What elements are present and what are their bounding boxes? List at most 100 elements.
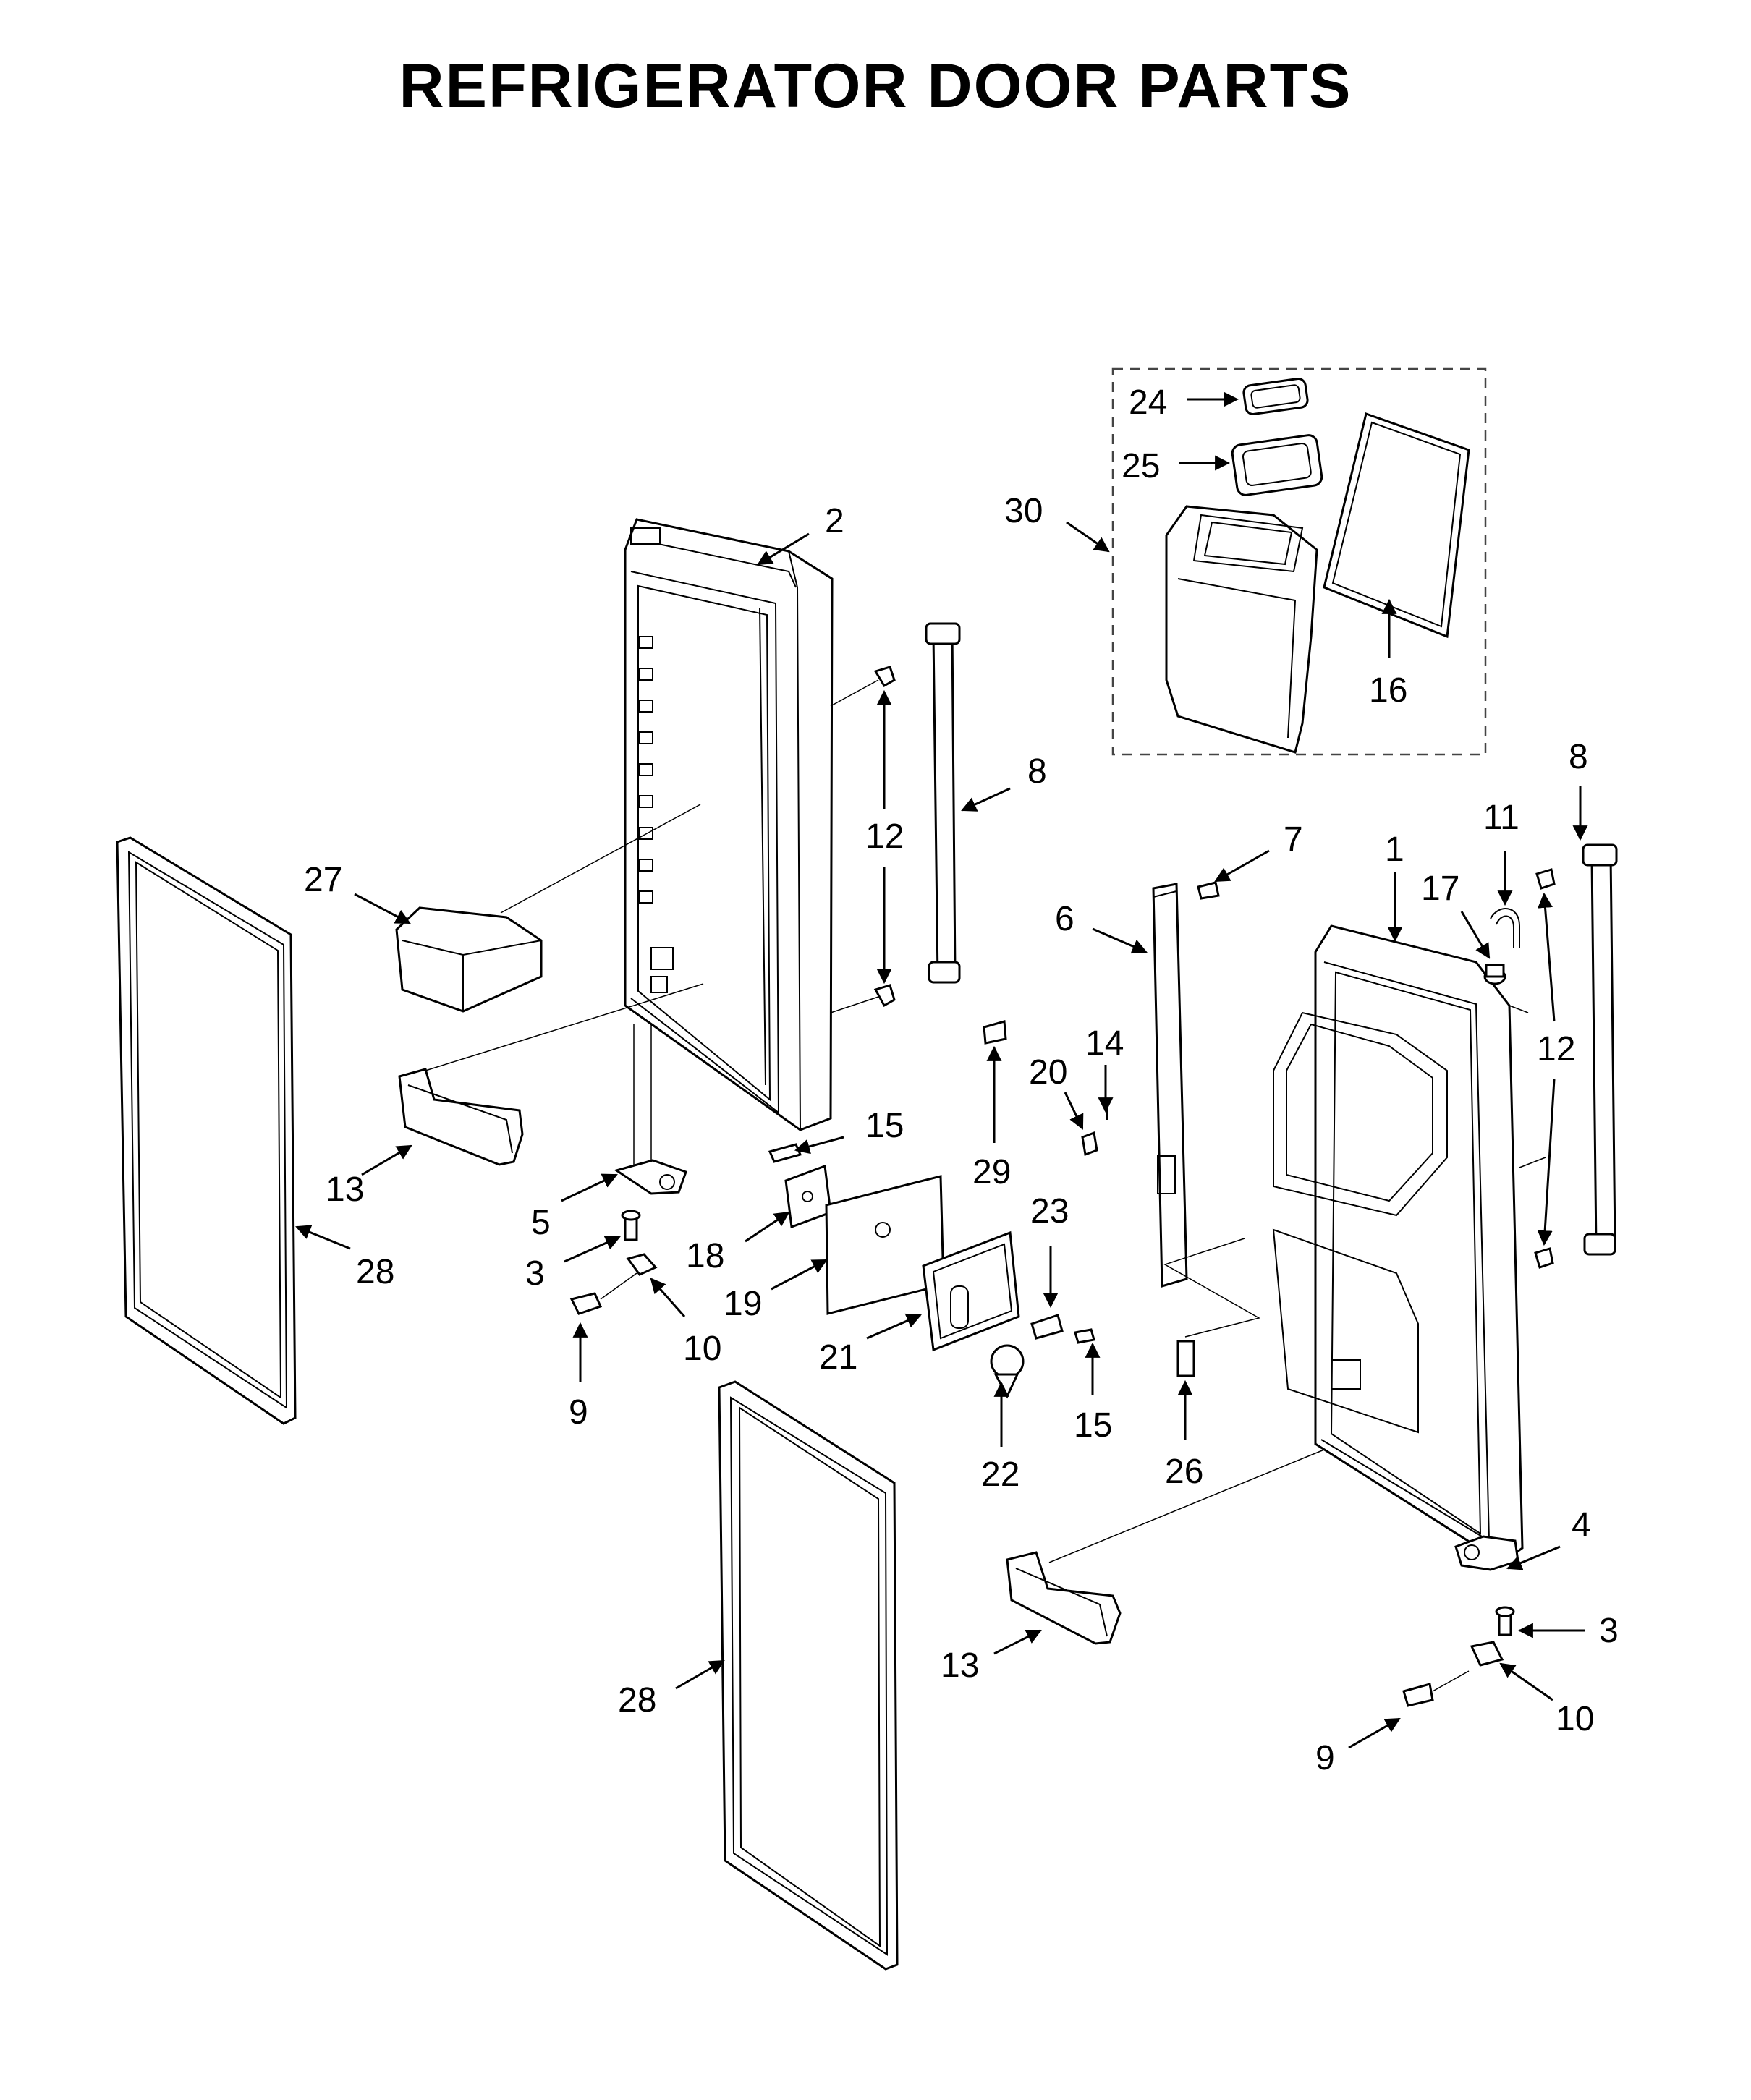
left-door-closure-block-part: [626, 1253, 658, 1276]
right-handle-standoff-top: [1535, 868, 1556, 890]
callout-30: 30: [1004, 492, 1043, 530]
page-title: REFRIGERATOR DOOR PARTS: [399, 51, 1352, 121]
right-door-closure-block-part: [1470, 1641, 1504, 1667]
leader-17: [1460, 911, 1491, 959]
door-switch-part: [1176, 1340, 1195, 1377]
leader-4: [1506, 1545, 1561, 1570]
door-bin-part: [395, 906, 543, 1013]
right-door-shelf-part: [1006, 1551, 1122, 1645]
left-door-hinge-part: [614, 1159, 687, 1195]
leader-19: [771, 1259, 828, 1291]
leader-6: [1092, 927, 1148, 954]
leader-3-left: [564, 1236, 621, 1263]
leader-2: [757, 532, 810, 566]
callout-20: 20: [1029, 1053, 1067, 1092]
right-door-handle-part: [1582, 843, 1618, 1256]
callout-3-left: 3: [525, 1254, 545, 1293]
callout-12-right: 12: [1537, 1030, 1575, 1068]
callout-10-left: 10: [683, 1330, 721, 1368]
ice-bin-assembly-box: [1111, 367, 1487, 756]
callout-1: 1: [1385, 830, 1404, 869]
callout-25: 25: [1122, 447, 1160, 485]
right-hinge-screw-part: [1495, 1606, 1515, 1636]
callout-11: 11: [1483, 799, 1519, 837]
leader-12-right-up: [1538, 892, 1556, 1022]
right-door-gasket-part: [718, 1380, 899, 1971]
right-door-liner-part: [1272, 924, 1529, 1564]
callout-16: 16: [1369, 671, 1407, 710]
water-tube-part: [1490, 908, 1520, 948]
ice-bin-gasket-part: [1242, 378, 1309, 415]
callout-17: 17: [1421, 870, 1459, 908]
leader-9-right: [1348, 1717, 1401, 1749]
callout-29: 29: [972, 1153, 1011, 1191]
callout-19: 19: [724, 1285, 762, 1323]
left-hinge-screw-part: [621, 1210, 641, 1241]
leader-8-left: [961, 787, 1011, 812]
dispenser-housing-part: [922, 1230, 1020, 1352]
leader-13-left: [361, 1144, 412, 1176]
callout-13-right: 13: [941, 1646, 979, 1685]
leader-15-left: [794, 1136, 844, 1155]
leader-5: [561, 1173, 618, 1202]
callout-7: 7: [1284, 820, 1303, 859]
dispenser-fan-part: [990, 1344, 1025, 1399]
dispenser-screw-part-left: [768, 1143, 802, 1163]
left-hinge-bolt-part: [569, 1292, 603, 1315]
left-handle-standoff-bottom: [873, 984, 896, 1008]
leader-12-right-down: [1537, 1079, 1556, 1246]
hinge-cover-screw-part: [1197, 881, 1220, 900]
small-spring-part: [1081, 1131, 1098, 1157]
callout-14: 14: [1085, 1024, 1124, 1063]
callout-13-left: 13: [326, 1170, 364, 1209]
callout-3-right: 3: [1599, 1612, 1619, 1650]
left-door-shelf-part: [398, 1068, 524, 1166]
callout-15-left: 15: [865, 1107, 904, 1145]
callout-10-right: 10: [1556, 1700, 1594, 1738]
callout-4: 4: [1572, 1506, 1591, 1544]
right-handle-standoff-bottom: [1534, 1247, 1554, 1269]
leader-10-left: [650, 1278, 686, 1317]
dispenser-clip-part: [983, 1020, 1007, 1045]
dispenser-plate-part: [1030, 1314, 1064, 1340]
callout-9-left: 9: [569, 1393, 588, 1432]
ice-bin-bezel-part: [1231, 434, 1323, 496]
left-door-liner-part: [624, 518, 834, 1131]
ice-bin-door-panel-part: [1323, 412, 1470, 639]
callout-24: 24: [1129, 383, 1167, 422]
callout-26: 26: [1165, 1453, 1203, 1491]
leader-30: [1066, 521, 1110, 553]
callout-18: 18: [686, 1237, 724, 1275]
leader-28-left: [295, 1225, 351, 1250]
left-door-handle-part: [925, 622, 961, 984]
callout-8-left: 8: [1027, 752, 1047, 791]
right-door-hinge-part: [1454, 1535, 1519, 1571]
leader-7: [1214, 849, 1270, 883]
leader-18: [745, 1211, 790, 1243]
right-hinge-bolt-part: [1402, 1683, 1434, 1707]
left-door-gasket-part: [116, 836, 297, 1425]
callout-21: 21: [819, 1338, 857, 1377]
leader-27: [354, 893, 411, 924]
callout-5: 5: [531, 1204, 551, 1242]
callout-9-right: 9: [1315, 1739, 1335, 1777]
hinge-cover-bar-part: [1152, 883, 1188, 1288]
ice-bin-housing-part: [1165, 505, 1318, 754]
callout-6: 6: [1055, 900, 1074, 938]
water-valve-fitting-part: [1483, 964, 1506, 985]
dispenser-screw-part-right: [1074, 1328, 1095, 1344]
leader-21: [866, 1313, 922, 1340]
leader-13-right: [993, 1629, 1042, 1655]
leader-10-right: [1499, 1662, 1553, 1701]
callout-23: 23: [1030, 1192, 1069, 1230]
callout-22: 22: [981, 1455, 1019, 1494]
callout-28-right: 28: [618, 1681, 656, 1719]
left-handle-standoff-top: [873, 666, 896, 688]
dispenser-bracket-part: [784, 1164, 832, 1229]
callout-27: 27: [304, 861, 342, 899]
callout-2: 2: [825, 502, 844, 540]
leader-28-right: [675, 1659, 725, 1690]
callout-8-right: 8: [1569, 738, 1588, 776]
callout-12-left: 12: [865, 817, 904, 856]
